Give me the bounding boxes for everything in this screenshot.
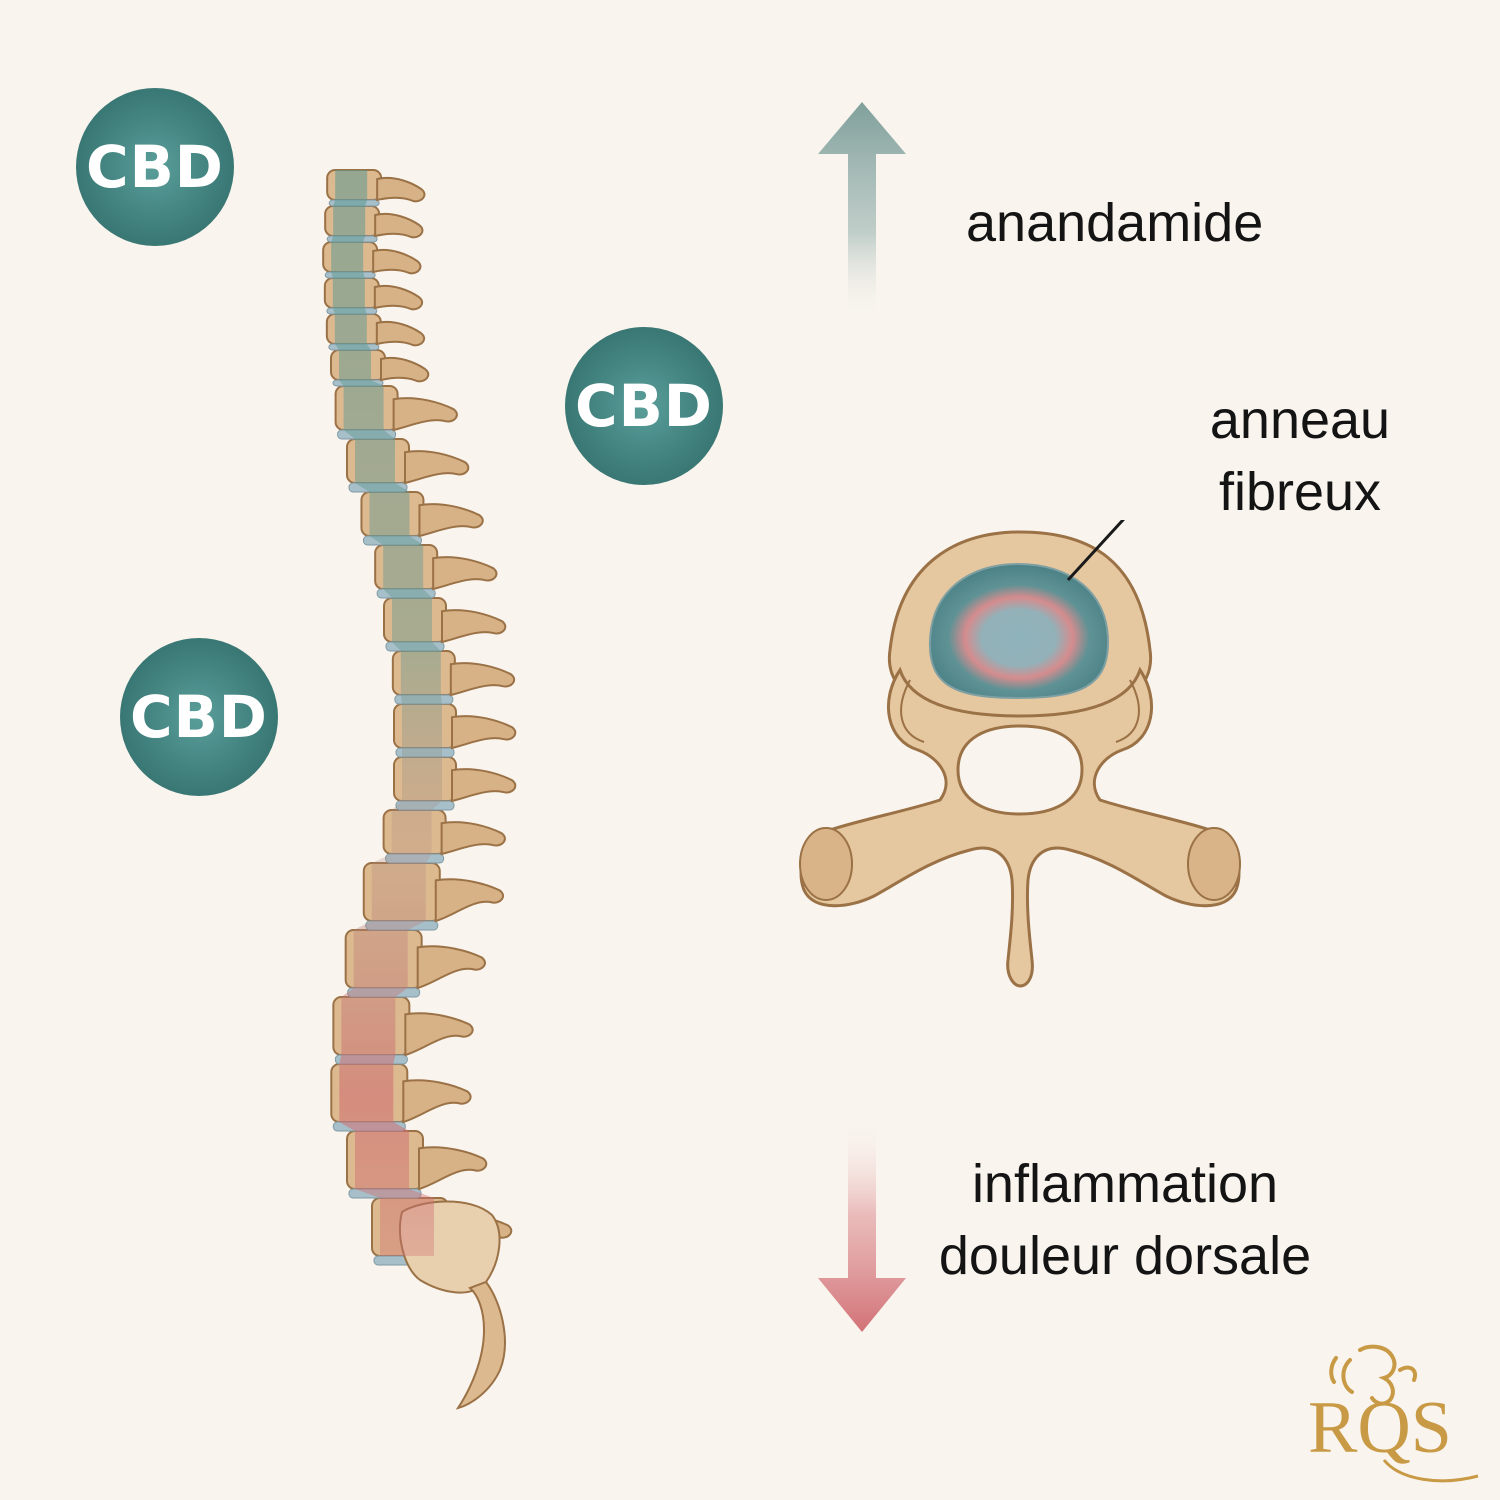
vertebra-illustration <box>799 520 1241 988</box>
spinous-process <box>418 1146 488 1191</box>
cbd-badge: CBD <box>565 327 723 485</box>
label-anandamide: anandamide <box>966 193 1264 253</box>
label-line: fibreux <box>1218 462 1382 522</box>
label-inflammation-douleur: inflammation douleur dorsale <box>920 1148 1330 1292</box>
label-line: inflammation <box>971 1154 1279 1214</box>
spinous-process <box>416 945 486 990</box>
rqs-logo: RQS <box>1308 1344 1479 1483</box>
label-line: anneau <box>1209 390 1391 450</box>
spinous-process <box>374 213 424 239</box>
logo-text: RQS <box>1308 1387 1452 1469</box>
arrow-down-icon <box>818 1118 906 1332</box>
lion-logo-icon <box>1329 1344 1417 1406</box>
spinous-process <box>375 321 426 347</box>
spinous-process <box>434 878 505 923</box>
spinous-process <box>380 357 430 383</box>
cbd-badge: CBD <box>76 88 234 246</box>
spinous-process <box>404 1012 474 1057</box>
spinous-process <box>441 609 507 644</box>
spinous-process <box>372 249 422 275</box>
spinous-process <box>432 556 498 591</box>
label-line: douleur dorsale <box>938 1226 1312 1286</box>
spinous-process <box>451 768 517 803</box>
spinous-process <box>449 662 516 697</box>
spinous-process <box>373 285 424 311</box>
spinous-process <box>392 397 458 432</box>
spinous-process <box>440 821 506 856</box>
spinous-process <box>451 715 517 750</box>
spinous-process <box>376 177 426 203</box>
arrow-up-icon <box>818 102 906 320</box>
spinous-process <box>404 450 470 485</box>
cbd-badge: CBD <box>120 638 278 796</box>
label-anneau-fibreux: anneau fibreux <box>1190 384 1410 528</box>
spinous-process <box>418 503 484 538</box>
spinous-process <box>402 1079 472 1124</box>
